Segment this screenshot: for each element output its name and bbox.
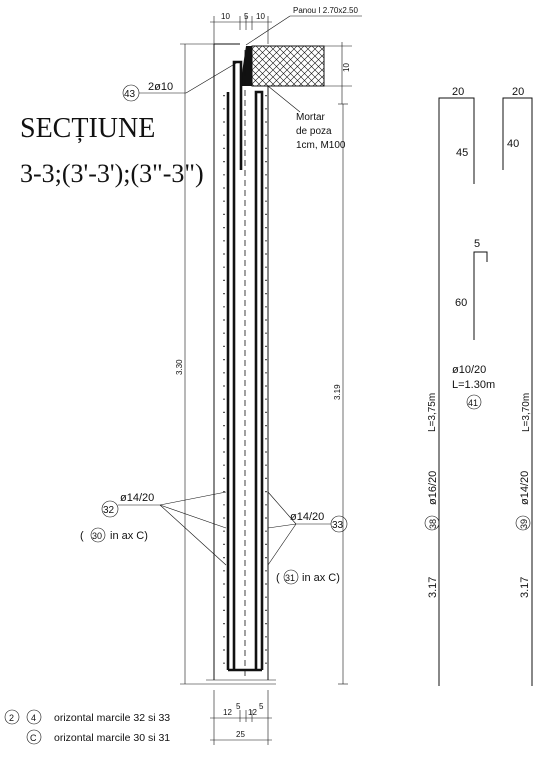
legend-text-1: orizontal marcile 32 si 33 [54,712,170,724]
bottom-dim-d: 5 [259,702,264,711]
bottom-dim-b: 5 [236,702,241,711]
bar-39-length: L=3,70m [521,393,532,432]
callout-33-sub-open: ( [276,572,280,584]
mortar-note-2: de poza [296,126,332,137]
height-dim-inner: 3.19 [333,384,342,400]
bar-38-length: L=3,75m [427,393,438,432]
bar-39-hook: 40 [507,138,519,150]
legend-symbol-4: 4 [31,713,36,723]
bottom-dim-total: 25 [236,730,245,739]
bar-41-leg: 60 [455,297,467,309]
top-dimension: 10 5 10 [210,12,272,44]
top-dim-right: 10 [256,12,265,21]
bar-38: 20 45 L=3,75m ø16/20 38 3.17 [424,86,475,686]
callout-33-sub-number: 31 [285,573,295,583]
side-dim-10: 10 [342,63,351,72]
bar-39-straight: 3.17 [519,577,531,598]
callout-33-spec: ø14/20 [290,511,324,523]
bar-41: 5 60 ø10/20 L=1.30m 41 [452,238,495,410]
callout-32: 32 ø14/20 ( 30 in ax C) [80,491,227,566]
bar-41-spec: ø10/20 [452,364,486,376]
callout-33-sub-text: in ax C) [302,572,340,584]
callout-32-sub-number: 30 [92,531,102,541]
bar-41-length: L=1.30m [452,379,495,391]
bar-39-number: 39 [519,519,529,529]
bar-38-number: 38 [428,519,438,529]
wall-section [206,43,276,685]
bottom-dim-a: 12 [223,708,232,717]
bar-38-top: 20 [452,86,464,98]
legend: 2 4 orizontal marcile 32 si 33 C orizont… [4,709,170,745]
callout-33: 33 ø14/20 ( 31 in ax C) [267,491,348,585]
section-subtitle: 3-3;(3'-3');(3"-3") [20,159,204,188]
callout-32-spec: ø14/20 [120,492,154,504]
legend-symbol-c: C [30,733,37,743]
legend-symbol-2: 2 [9,713,14,723]
callout-43: 43 2ø10 [122,61,239,102]
callout-32-sub-open: ( [80,530,84,542]
legend-text-2: orizontal marcile 30 si 31 [54,732,170,744]
height-dim-overall: 3.30 [175,359,184,375]
bar-39: 20 40 L=3,70m ø14/20 39 3.17 [502,86,533,686]
callout-32-sub-text: in ax C) [110,530,148,542]
callout-32-number: 32 [103,505,115,516]
panel-label: Panou I 2.70x2.50 [293,6,358,15]
mortar-note-1: Mortar [296,112,326,123]
bar-41-top: 5 [474,238,480,250]
bar-38-straight: 3.17 [427,577,439,598]
bar-38-hook: 45 [456,147,468,159]
callout-33-number: 33 [332,520,344,531]
top-dim-left: 10 [221,12,230,21]
bottom-dim-c: 12 [248,708,257,717]
section-title: SECȚIUNE [20,113,155,144]
bar-41-number: 41 [468,398,478,408]
callout-43-spec: 2ø10 [148,81,173,93]
bar-38-spec: ø16/20 [427,471,439,505]
top-dim-mid: 5 [244,12,249,21]
bar-39-top: 20 [512,86,524,98]
panel-block [251,45,325,87]
bar-39-spec: ø14/20 [519,471,531,505]
callout-43-number: 43 [124,89,136,100]
height-dimensions: 3.30 3.19 [175,43,348,685]
bottom-dimensions: 12 5 12 5 25 [210,690,272,745]
mortar-note-3: 1cm, M100 [296,140,346,151]
